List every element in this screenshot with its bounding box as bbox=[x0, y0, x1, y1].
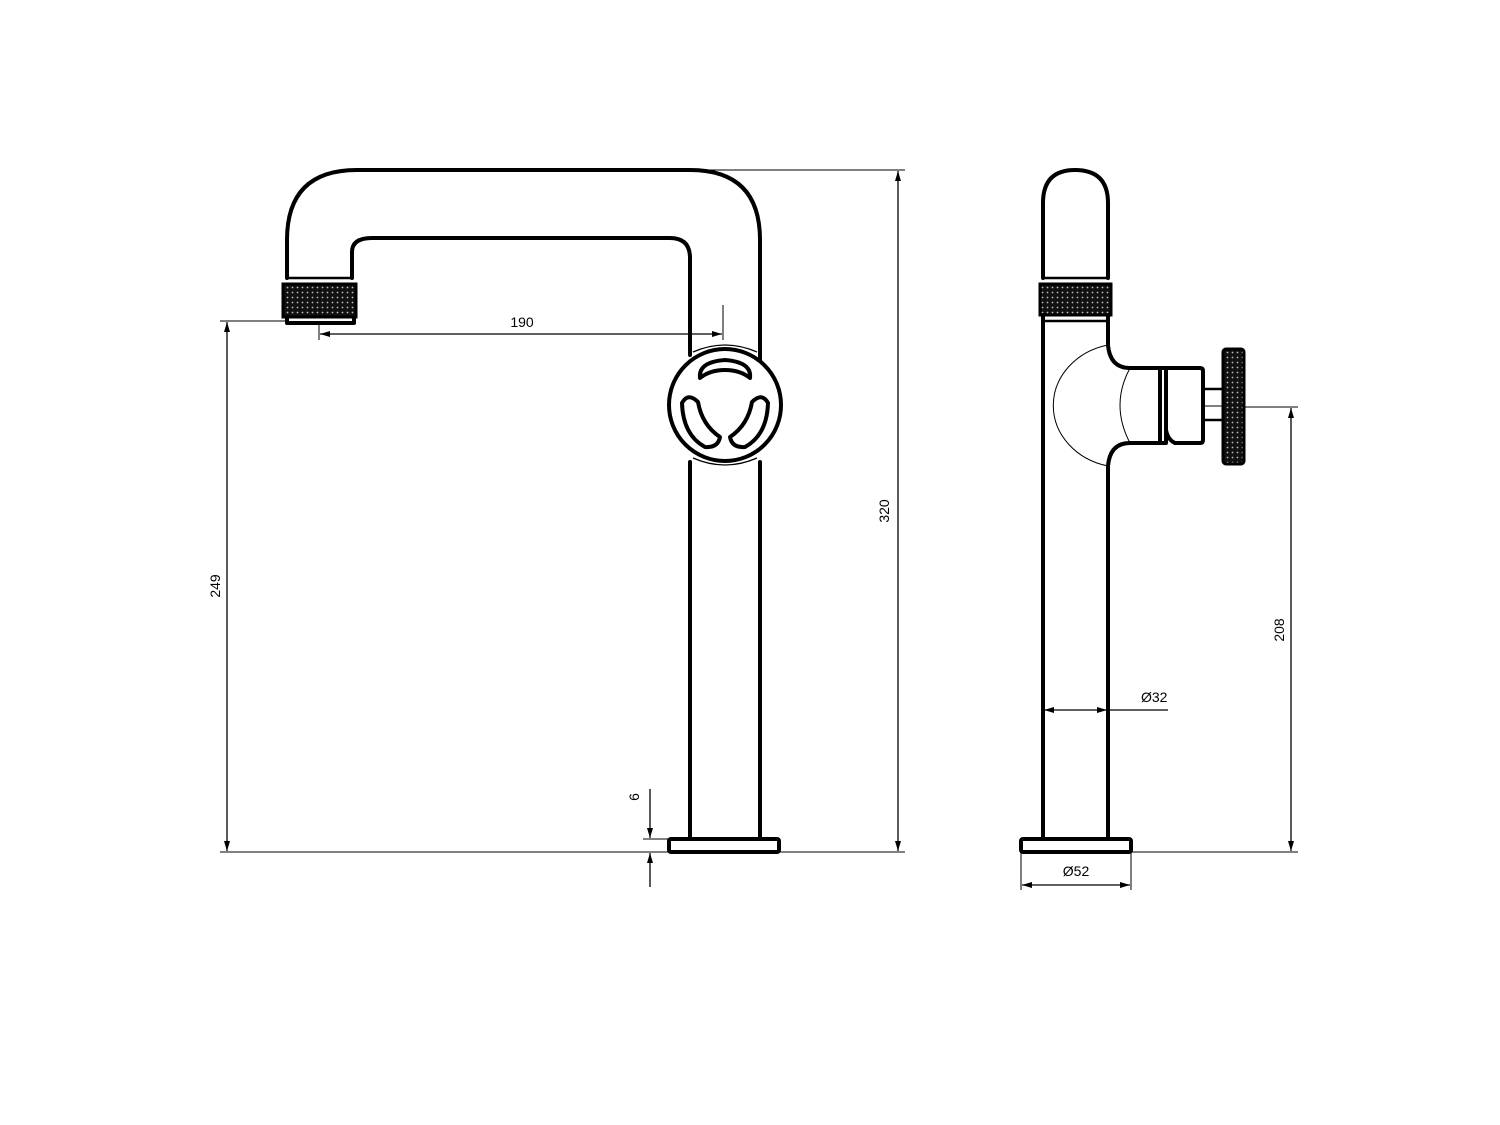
side-handle-knob bbox=[1221, 347, 1246, 466]
base-plate bbox=[667, 837, 781, 854]
dim-label-d52: Ø52 bbox=[1063, 863, 1090, 879]
dim-label-d32: Ø32 bbox=[1141, 689, 1168, 705]
side-view: 208 Ø32 Ø52 bbox=[1019, 168, 1298, 890]
dim-label-208: 208 bbox=[1271, 618, 1287, 642]
front-view: 190 249 320 6 bbox=[207, 168, 905, 887]
dim-label-6: 6 bbox=[626, 793, 642, 801]
dim-label-320: 320 bbox=[876, 499, 892, 523]
dimension-base-diameter: Ø52 bbox=[1020, 852, 1132, 890]
aerator-knurled-ring bbox=[281, 282, 358, 319]
handle-wheel bbox=[667, 344, 783, 466]
side-body-top bbox=[1041, 168, 1110, 280]
spout-outer-contour bbox=[285, 168, 762, 362]
dimension-outlet-height: 249 bbox=[207, 320, 669, 853]
dimension-handle-height: 208 bbox=[1131, 406, 1298, 853]
dimension-overall-height: 320 bbox=[690, 169, 905, 853]
dim-label-190: 190 bbox=[510, 314, 534, 330]
dimension-body-diameter: Ø32 bbox=[1044, 689, 1168, 713]
spout-inner-contour bbox=[350, 236, 692, 357]
dimension-base-thickness: 6 bbox=[626, 789, 669, 887]
dim-label-249: 249 bbox=[207, 574, 223, 598]
side-base-plate bbox=[1019, 837, 1133, 854]
side-knurled-ring bbox=[1038, 282, 1113, 317]
dimension-spout-reach: 190 bbox=[318, 305, 724, 340]
